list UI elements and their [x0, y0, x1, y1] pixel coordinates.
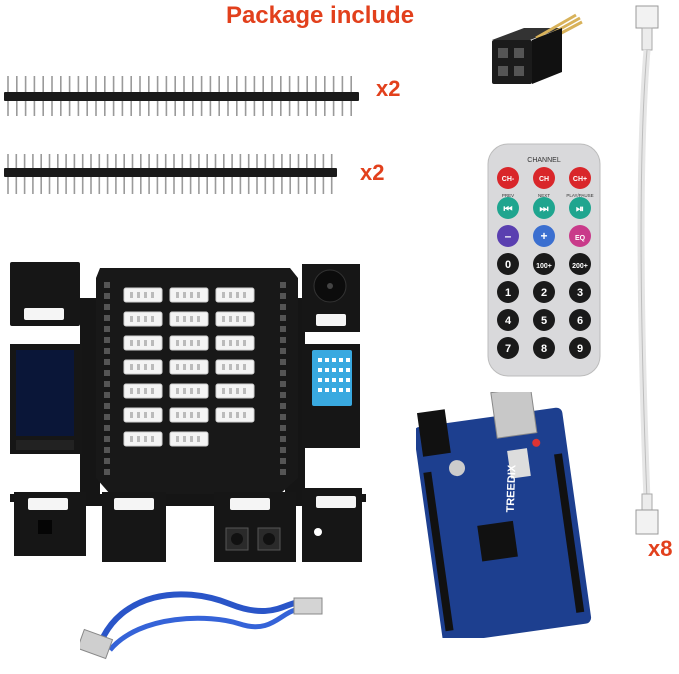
remote-digit-label: 1	[505, 287, 511, 299]
remote-button-sublabel: NEXT	[538, 193, 550, 198]
remote-button-sublabel: PREV	[502, 193, 514, 198]
remote-media-icon: ⏮	[504, 204, 513, 215]
remote-button-label: 100+	[536, 263, 552, 270]
remote-digit-label: 5	[541, 315, 547, 327]
female-header-connector	[492, 13, 583, 84]
remote-digit-label: 8	[541, 343, 547, 355]
usb-cable	[80, 591, 323, 660]
remote-button-label: 200+	[572, 263, 588, 270]
remote-button-label: CH	[539, 176, 549, 183]
remote-media-icon: ⏭	[540, 204, 549, 215]
remote-button-label: CH-	[502, 176, 515, 183]
quantity-header-row-2: x2	[360, 160, 385, 185]
pin-header-row-1	[4, 76, 359, 116]
sensor-shield-kit	[10, 262, 366, 562]
white-connector-cable	[635, 5, 659, 535]
ir-remote-control: CHANNEL CH- PREV CH NEXT CH+ PLAY/PAUSE ⏮ ⏭ ⏯ – + E…	[487, 143, 601, 377]
remote-button-label: CH+	[573, 176, 587, 183]
remote-button-label: EQ	[575, 235, 586, 242]
package-title: Package include	[225, 2, 415, 29]
uno-board: TREEDIX	[416, 392, 592, 638]
remote-media-icon: ⏯	[576, 204, 584, 215]
remote-digit-label: 3	[577, 287, 583, 299]
remote-channel-label: CHANNEL	[527, 157, 561, 164]
remote-digit-label: 6	[577, 315, 583, 327]
remote-digit-label: 9	[577, 343, 583, 355]
remote-button-label: +	[540, 229, 547, 243]
remote-digit-label: 2	[541, 287, 547, 299]
remote-button-label: 0	[505, 259, 511, 271]
remote-digit-label: 7	[505, 343, 511, 355]
remote-button-sublabel: PLAY/PAUSE	[566, 193, 593, 198]
quantity-header-row-1: x2	[376, 76, 401, 101]
remote-button-label: –	[505, 229, 512, 243]
quantity-cable: x8	[648, 536, 673, 561]
remote-digit-label: 4	[505, 315, 512, 327]
uno-brand-label: TREEDIX	[505, 464, 519, 513]
pin-header-row-2	[4, 154, 337, 194]
